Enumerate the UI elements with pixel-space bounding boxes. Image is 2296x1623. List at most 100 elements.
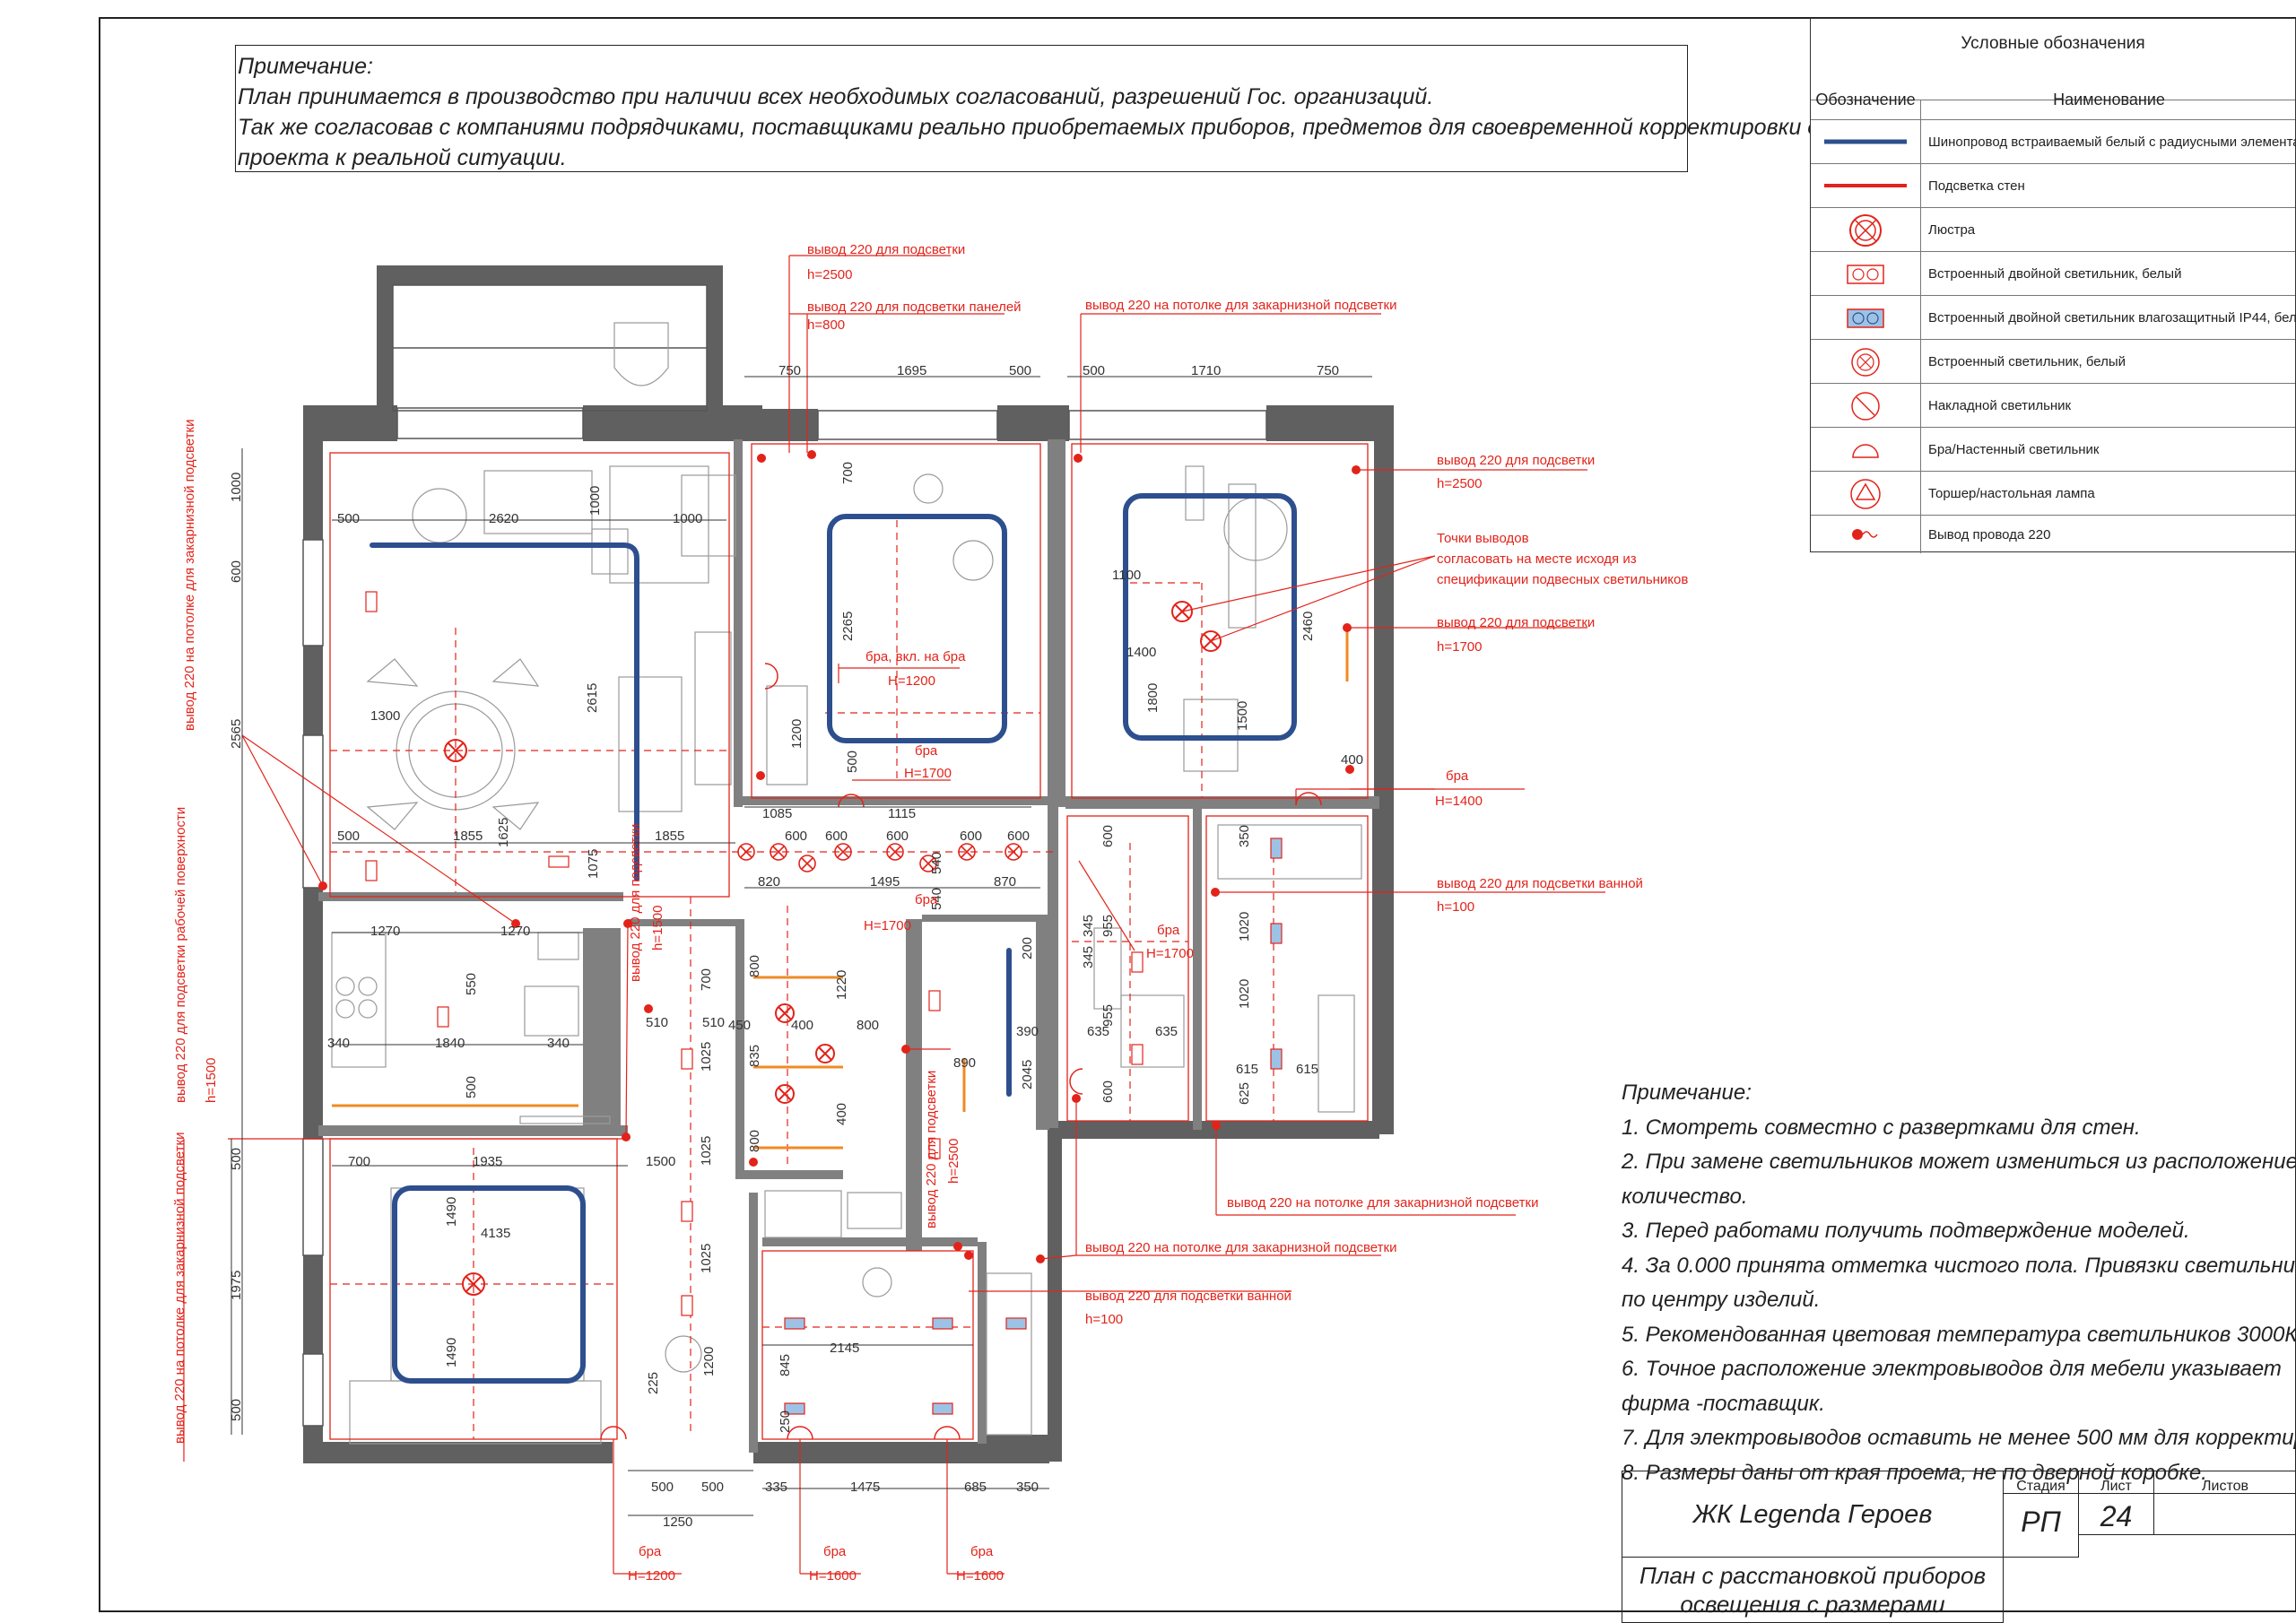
callout-text: бра bbox=[915, 892, 938, 907]
legend-col-symbol: Обозначение bbox=[1815, 91, 1916, 108]
sheet-title: План с расстановкой приборов освещения с… bbox=[1622, 1558, 2004, 1623]
callout-labels: вывод 220 для подсветки h=2500 вывод 220… bbox=[628, 242, 1688, 1584]
callout-text: h=1500 bbox=[650, 906, 665, 950]
callout-text: h=1700 bbox=[1437, 639, 1482, 655]
cable-outlet-icons bbox=[318, 450, 1361, 1263]
callout-leaders bbox=[183, 255, 1605, 1575]
callout-text: h=2500 bbox=[807, 267, 852, 282]
dimension-lines bbox=[230, 376, 1372, 1516]
callout-text: h=800 bbox=[807, 317, 845, 333]
legend-row: Накладной светильник bbox=[1811, 383, 2295, 428]
legend-label: Торшер/настольная лампа bbox=[1928, 486, 2095, 501]
svg-text:345: 345 bbox=[1081, 915, 1096, 937]
svg-text:1270: 1270 bbox=[500, 924, 530, 939]
svg-text:540: 540 bbox=[929, 852, 944, 874]
callout-text: вывод 220 на потолке для закарнизной под… bbox=[1085, 1240, 1396, 1255]
svg-text:700: 700 bbox=[348, 1154, 370, 1169]
svg-text:350: 350 bbox=[1016, 1480, 1039, 1495]
track-lighting bbox=[370, 493, 1297, 1384]
svg-text:1220: 1220 bbox=[834, 970, 849, 1000]
wall-sconce-icons bbox=[600, 663, 1322, 1440]
callout-text: бра, вкл. на бра bbox=[865, 649, 966, 664]
legend-row: Встроенный двойной светильник влагозащит… bbox=[1811, 295, 2296, 340]
svg-text:340: 340 bbox=[547, 1036, 570, 1051]
legend-label: Встроенный двойной светильник, белый bbox=[1928, 266, 2182, 282]
svg-text:450: 450 bbox=[728, 1018, 751, 1033]
svg-text:2045: 2045 bbox=[1020, 1060, 1035, 1089]
wall-light-strip-icon bbox=[1811, 164, 1920, 208]
track-line-icon bbox=[1811, 120, 1920, 164]
svg-text:615: 615 bbox=[1296, 1062, 1318, 1077]
svg-text:1490: 1490 bbox=[444, 1338, 459, 1367]
callout-text: h=100 bbox=[1085, 1312, 1123, 1327]
downlight-icons bbox=[737, 843, 1022, 872]
stage-label: Стадия bbox=[2016, 1479, 2066, 1494]
callout-text: бра bbox=[1446, 768, 1469, 784]
stamp-divider bbox=[2004, 1493, 2078, 1494]
svg-text:4135: 4135 bbox=[481, 1226, 510, 1241]
svg-text:1975: 1975 bbox=[229, 1271, 244, 1300]
svg-text:1075: 1075 bbox=[586, 849, 601, 879]
callout-text: Точки выводов bbox=[1437, 531, 1529, 546]
svg-text:510: 510 bbox=[702, 1015, 725, 1030]
chandelier-icon bbox=[1811, 208, 1920, 252]
svg-text:1495: 1495 bbox=[870, 874, 900, 890]
note-line: 2. При замене светильников может изменит… bbox=[1622, 1150, 2296, 1174]
legend-row: Встроенный двойной светильник, белый bbox=[1811, 251, 2295, 296]
callout-text: вывод 220 для подсветки bbox=[1437, 453, 1595, 468]
callout-text: вывод 220 для подсветки bbox=[807, 242, 965, 257]
note-line: 8. Размеры даны от края проема, не по дв… bbox=[1622, 1460, 2207, 1485]
svg-text:200: 200 bbox=[1020, 937, 1035, 959]
svg-text:700: 700 bbox=[840, 462, 856, 484]
svg-text:615: 615 bbox=[1236, 1062, 1258, 1077]
general-notes: Примечание: 1. Смотреть совместно с разв… bbox=[1622, 1076, 2296, 1490]
svg-text:1115: 1115 bbox=[888, 806, 916, 821]
notes-title: Примечание: bbox=[1622, 1081, 1752, 1105]
double-downlight-ip44-icons bbox=[784, 838, 1283, 1415]
sheet-value: 24 bbox=[2100, 1500, 2133, 1532]
callout-text: бра bbox=[1157, 923, 1180, 938]
callout-text: H=1600 bbox=[809, 1568, 857, 1584]
svg-text:635: 635 bbox=[1155, 1024, 1178, 1039]
svg-text:890: 890 bbox=[953, 1055, 976, 1071]
note-line: 4. За 0.000 принята отметка чистого пола… bbox=[1622, 1253, 2296, 1278]
sheet-cell: Лист 24 bbox=[2079, 1471, 2154, 1535]
svg-text:500: 500 bbox=[337, 511, 360, 526]
svg-text:250: 250 bbox=[778, 1410, 793, 1433]
svg-text:500: 500 bbox=[651, 1480, 674, 1495]
note-line: 1. Смотреть совместно с развертками для … bbox=[1622, 1115, 2141, 1140]
svg-text:600: 600 bbox=[1100, 825, 1116, 847]
svg-text:350: 350 bbox=[1237, 825, 1252, 847]
legend-row: Подсветка стен bbox=[1811, 163, 2295, 208]
callout-text: H=1200 bbox=[888, 673, 935, 689]
svg-text:600: 600 bbox=[825, 829, 848, 844]
svg-text:500: 500 bbox=[337, 829, 360, 844]
callout-text: вывод 220 для подсветки bbox=[924, 1071, 939, 1228]
svg-text:800: 800 bbox=[857, 1018, 879, 1033]
furniture bbox=[331, 322, 1362, 1445]
svg-text:800: 800 bbox=[747, 1130, 762, 1152]
svg-text:820: 820 bbox=[758, 874, 780, 890]
callout-text: h=100 bbox=[1437, 899, 1474, 915]
svg-text:835: 835 bbox=[747, 1045, 762, 1067]
svg-text:1025: 1025 bbox=[699, 1136, 714, 1166]
legend-divider bbox=[1920, 100, 1921, 553]
top-note: Примечание: План принимается в производс… bbox=[235, 45, 1887, 172]
svg-text:750: 750 bbox=[778, 363, 801, 378]
svg-text:1200: 1200 bbox=[701, 1347, 717, 1376]
svg-text:1020: 1020 bbox=[1237, 979, 1252, 1009]
callout-text: вывод 220 для подсветки bbox=[1437, 615, 1595, 630]
svg-text:1500: 1500 bbox=[646, 1154, 675, 1169]
svg-text:685: 685 bbox=[964, 1480, 987, 1495]
svg-text:600: 600 bbox=[960, 829, 982, 844]
note-line: 6. Точное расположение электровыводов дл… bbox=[1622, 1357, 2282, 1381]
callout-text: вывод 220 на потолке для закарнизной под… bbox=[1085, 298, 1396, 313]
svg-text:540: 540 bbox=[929, 888, 944, 910]
svg-text:2265: 2265 bbox=[840, 612, 856, 641]
callout-text: вывод 220 для подсветки bbox=[628, 824, 643, 982]
svg-text:2145: 2145 bbox=[830, 1341, 859, 1356]
svg-text:1000: 1000 bbox=[587, 486, 603, 516]
double-downlight-icons bbox=[365, 591, 1144, 1316]
